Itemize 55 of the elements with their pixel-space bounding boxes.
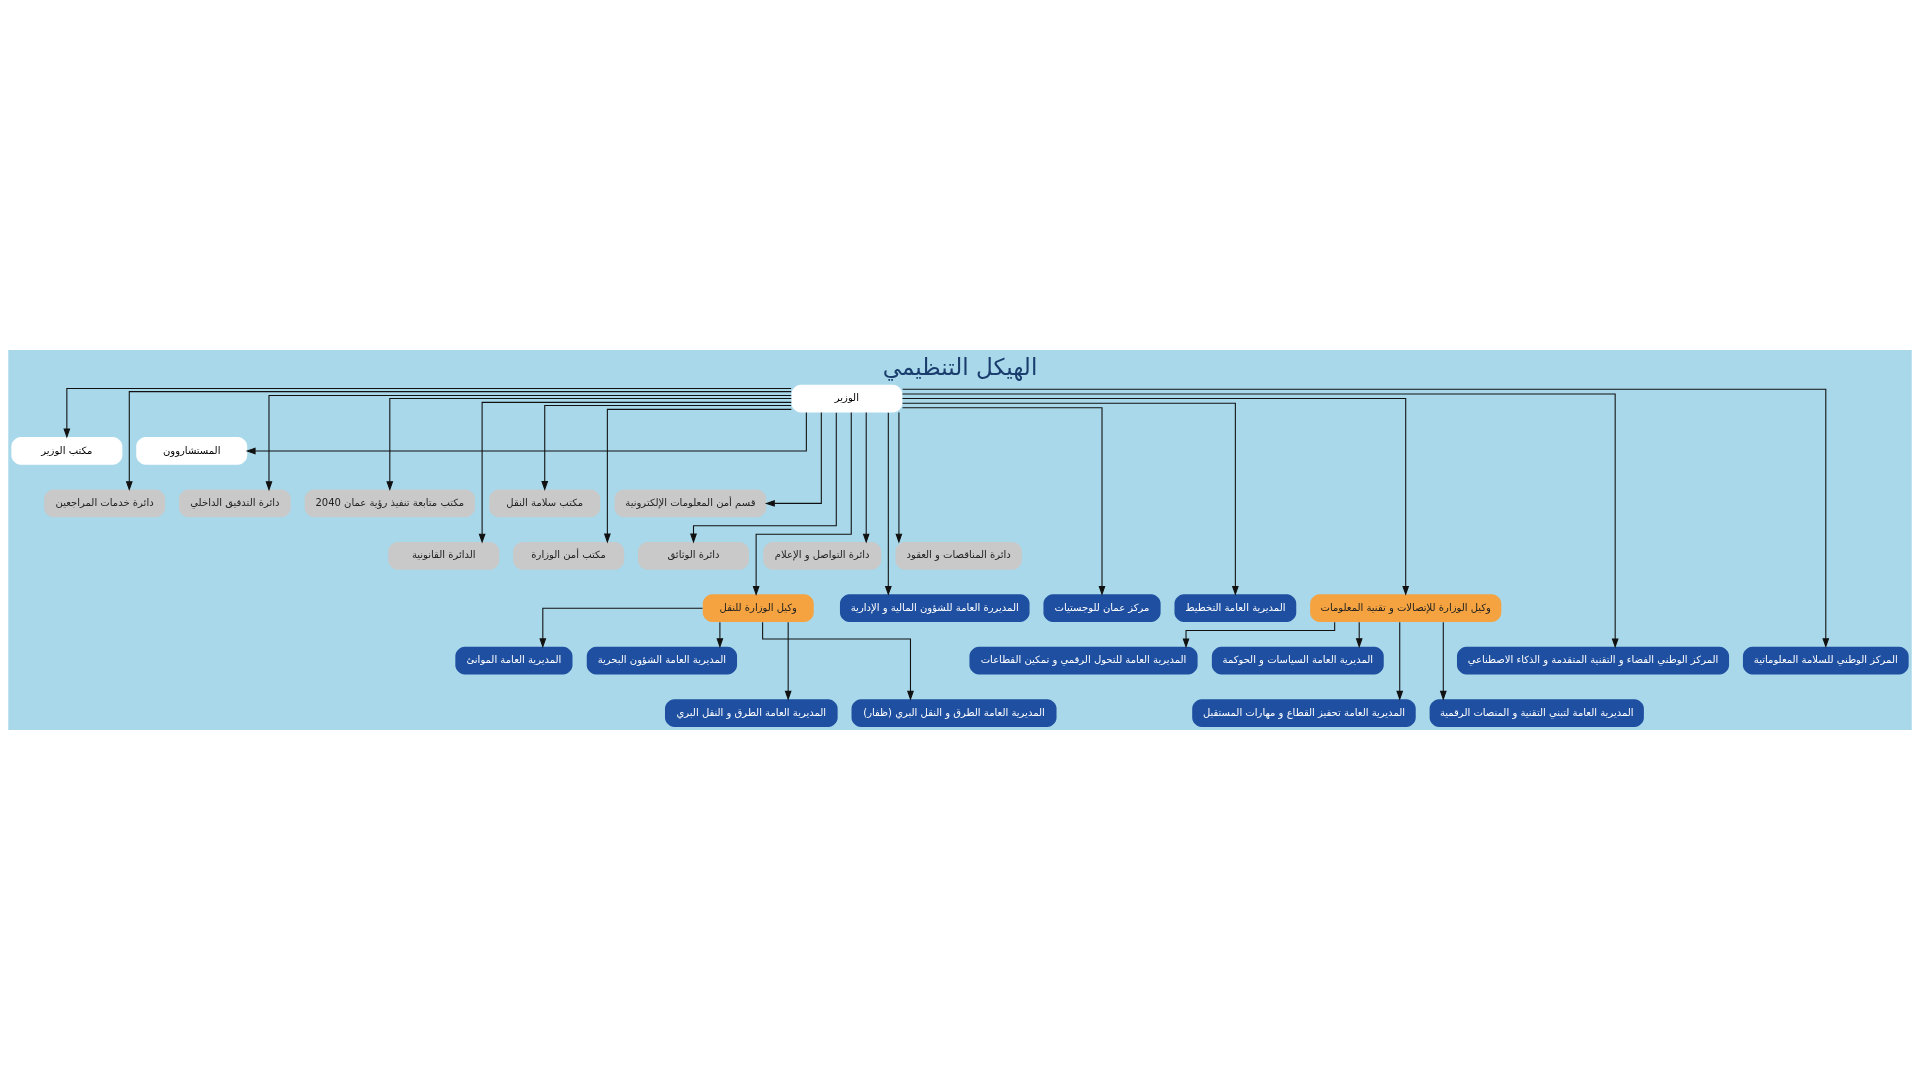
arrow	[1396, 621, 1404, 701]
diagram-title: الهيكل التنظيمي	[882, 353, 1038, 380]
arrow	[884, 412, 892, 596]
node-box: المديرية العامة الطرق و النقل البري (ظفار)	[851, 699, 1057, 727]
arrow	[862, 411, 870, 544]
arrow	[1182, 621, 1336, 649]
node-box: المديرية العامة الطرق و النقل البري	[665, 699, 838, 727]
node-box: الدائرة القانونية	[388, 541, 500, 570]
arrow	[764, 411, 822, 507]
arrow	[63, 388, 792, 439]
arrow	[784, 621, 792, 701]
node-box: مكتب متابعة تنفيذ رؤية عمان 2040	[304, 489, 475, 518]
arrow	[539, 607, 704, 649]
node-box: دائرة التدقيق الداخلي	[179, 489, 291, 518]
arrow	[1439, 621, 1447, 701]
arrow	[386, 398, 792, 492]
arrow	[603, 408, 792, 544]
node-box: وكيل الوزارة للإتصالات و تقنية المعلومات	[1310, 594, 1502, 623]
arrow	[245, 412, 807, 455]
arrow	[902, 388, 1830, 649]
node-box: دائرة المناقصات و العقود	[895, 541, 1022, 570]
arrow	[752, 412, 852, 596]
node-box: مركز عمان للوجستيات	[1043, 594, 1161, 623]
node-box: مكتب سلامة النقل	[489, 489, 601, 518]
node-box: المديرية العامة تحفيز القطاع و مهارات المستقبل	[1192, 699, 1416, 727]
arrow	[690, 412, 837, 544]
node-box: المديرية العامة السياسات و الحوكمة	[1211, 646, 1384, 675]
node-box: دائرة الوثائق	[638, 541, 749, 570]
arrow	[901, 393, 1619, 649]
arrow	[902, 402, 1239, 596]
node-box: الوزير	[791, 384, 903, 413]
node-box: مكتب الوزير	[11, 437, 123, 465]
node-box: وكيل الوزارة للنقل	[702, 594, 814, 623]
arrow	[125, 391, 792, 492]
node-box: مكتب أمن الوزارة	[513, 541, 625, 570]
node-box: المديرية العامة التخطيط	[1174, 594, 1297, 623]
node-box: المديرية العامة للتحول الرقمي و تمكين القطاعات	[969, 646, 1198, 675]
arrow	[895, 411, 903, 544]
node-box: المديررة العامة للشؤون المالية و الإدارية	[839, 594, 1030, 623]
arrow	[762, 621, 914, 701]
arrow	[716, 621, 724, 649]
node-box: المديرية العامة الشؤون البحرية	[586, 646, 738, 675]
node-box: المركز الوطني الفضاء و التقنية المتقدمة و الذكاء الاصطناعي	[1456, 646, 1730, 675]
node-box: المركز الوطني للسلامة المعلوماتية	[1742, 646, 1909, 675]
arrow	[901, 398, 1410, 596]
node-box: المديرية العامة الموانئ	[455, 646, 573, 675]
node-box: المستشاروون	[136, 437, 248, 465]
node-box: قسم أمن المعلومات الإلكترونية	[614, 489, 767, 518]
node-box: دائرة خدمات المراجعين	[44, 489, 166, 518]
arrow	[265, 394, 792, 492]
node-box: المديرية العامة لتبني التقنية و المنصات الرقمية	[1429, 699, 1644, 727]
node-box: دائرة التواصل و الإعلام	[763, 541, 882, 570]
arrow	[902, 407, 1106, 596]
arrow	[541, 404, 792, 491]
arrow	[478, 401, 792, 544]
